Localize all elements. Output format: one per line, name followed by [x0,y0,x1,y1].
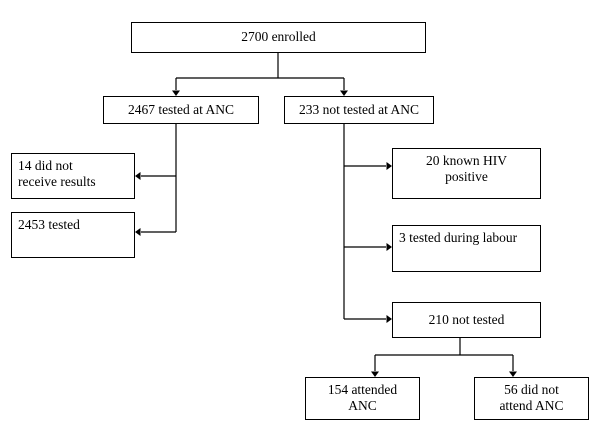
flow-node-label: 3 tested during labour [399,230,518,245]
arrowhead-icon [135,172,141,180]
flow-node-enrolled: 2700 enrolled [131,22,426,53]
flow-node-tested_anc: 2467 tested at ANC [103,96,259,124]
flow-node-not_attend_anc: 56 did not attend ANC [474,377,589,420]
arrowhead-icon [135,228,141,236]
flow-node-not_tested_210: 210 not tested [392,302,541,338]
flow-node-label: 2467 tested at ANC [127,101,235,117]
flow-node-label: 210 not tested [428,311,505,327]
flow-node-no_results: 14 did not receive results [11,153,135,199]
flow-node-label: 56 did not attend ANC [499,382,564,414]
flow-node-label: 20 known HIV positive [426,153,507,185]
connector-tested-to-no-results [141,124,177,233]
connector-enrolled-split [175,53,345,90]
flow-node-label: 154 attended ANC [327,382,398,414]
flow-node-not_tested_anc: 233 not tested at ANC [284,96,434,124]
flow-node-tested_labour: 3 tested during labour [392,225,541,272]
connector-not-tested-210-split [374,338,514,371]
flow-node-label: 233 not tested at ANC [299,101,419,117]
flow-node-label: 2700 enrolled [241,29,316,45]
flow-node-label: 14 did not receive results [18,158,96,190]
flow-node-tested_2453: 2453 tested [11,212,135,258]
flow-node-known_hiv: 20 known HIV positive [392,148,541,199]
flow-node-label: 2453 tested [18,217,80,232]
flow-node-attended_anc: 154 attended ANC [305,377,420,420]
connector-not-tested-branches [343,124,386,320]
